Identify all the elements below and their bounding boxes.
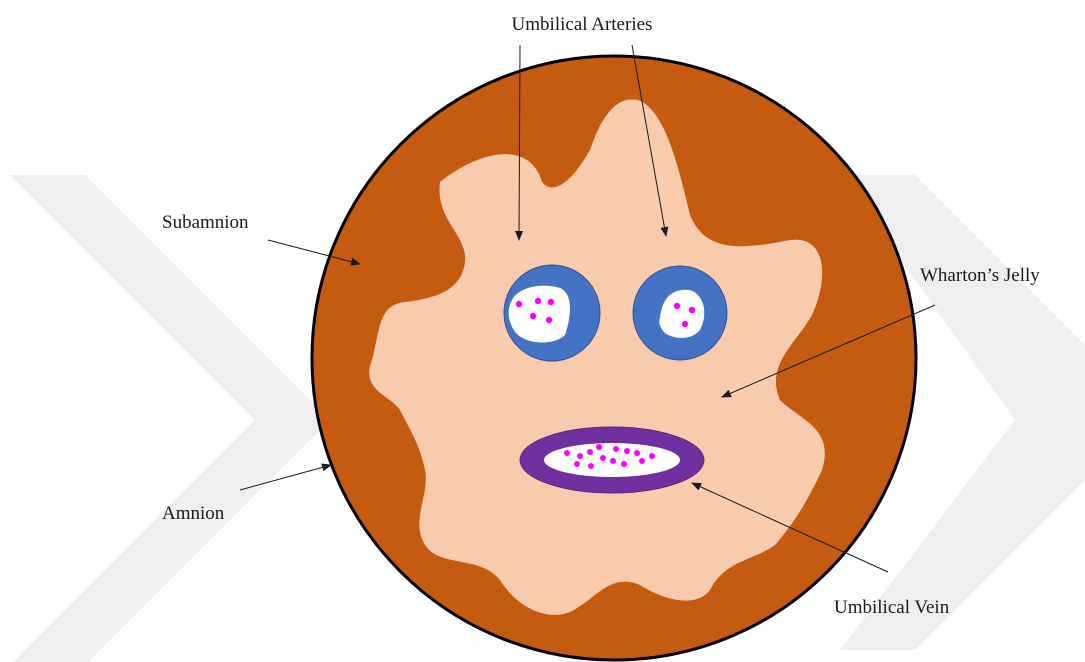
left-umbilical-artery [504,265,600,361]
label-umbilical-arteries: Umbilical Arteries [512,14,653,35]
watermark-left-chevron [10,175,330,662]
right-umbilical-artery [633,266,727,360]
label-subamnion: Subamnion [162,212,249,233]
label-whartons-jelly: Wharton’s Jelly [920,265,1040,286]
label-amnion: Amnion [162,503,225,524]
left-artery-lumen [509,286,570,343]
umbilical-vein [520,427,704,493]
label-umbilical-vein: Umbilical Vein [834,597,950,618]
